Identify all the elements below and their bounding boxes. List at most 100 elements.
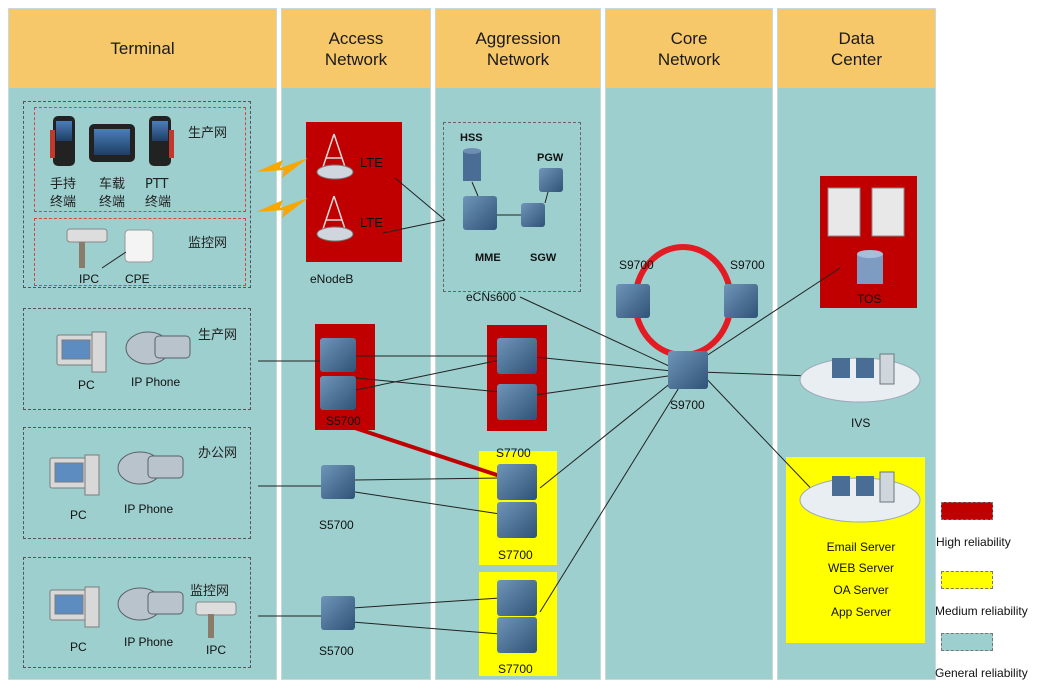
wireless-link-icon-2 (256, 198, 308, 218)
s5700-to-s7700-red-link (354, 426, 501, 478)
data-center-header: Data Center (778, 9, 935, 88)
pc-label-2: PC (70, 508, 87, 522)
s5700-switch-icon-2 (320, 376, 356, 410)
lte-tower-icon-2 (321, 195, 347, 233)
terminal-group5-name: 监控网 (190, 584, 230, 599)
oa-server-label: OA Server (833, 583, 889, 597)
s9700-center-label: S9700 (670, 398, 705, 412)
pc-icon-3 (49, 586, 100, 628)
s7700-switch-icon-3 (497, 464, 537, 500)
sgw-icon (521, 203, 545, 227)
s9700-left-icon (616, 284, 650, 318)
ip-phone-icon-2 (117, 451, 184, 485)
ipc-camera-icon-2 (195, 601, 237, 638)
tos-label: TOS (857, 292, 882, 306)
email-server-label: Email Server (826, 540, 896, 554)
ip-phone-label-2: IP Phone (124, 502, 174, 516)
tos-server-icon (827, 187, 905, 284)
lte-base-icon-1 (316, 164, 354, 180)
terminal-device-label-handheld: 手持 终端 (50, 177, 77, 210)
s7700-switch-icon-4 (497, 502, 537, 538)
lte-label-1: LTE (360, 155, 383, 170)
lte-label-2: LTE (360, 215, 383, 230)
s5700-label-3: S5700 (319, 644, 354, 658)
sgw-label: SGW (530, 252, 557, 264)
server-cluster-icon (799, 471, 921, 523)
pc-icon-2 (49, 454, 100, 496)
access-network-header: Access Network (282, 9, 430, 88)
s7700-switch-icon-6 (497, 617, 537, 653)
s5700-switch-icon-4 (321, 596, 355, 630)
vehicle-terminal-icon (89, 124, 135, 162)
terminal-group1-name: 生产网 (188, 126, 228, 141)
ip-phone-icon-1 (125, 331, 191, 365)
s7700-switch-icon-2 (497, 384, 537, 420)
s9700-center-icon (668, 351, 708, 389)
terminal-column: Terminal (8, 8, 277, 680)
ip-phone-label-3: IP Phone (124, 635, 174, 649)
terminal-group3-name: 生产网 (198, 328, 238, 343)
lte-base-icon-2 (316, 226, 354, 242)
web-server-label: WEB Server (827, 561, 894, 575)
s5700-switch-icon-3 (321, 465, 355, 499)
app-server-label: App Server (830, 605, 892, 619)
s5700-switch-icon-1 (320, 338, 356, 372)
terminal-subgroup-monitoring (34, 218, 246, 286)
wireless-link-icon (256, 158, 308, 178)
s7700-label-2: S7700 (498, 548, 533, 562)
mme-icon (463, 196, 497, 230)
legend-high-swatch (941, 502, 993, 520)
terminal-group4-name: 办公网 (198, 446, 238, 461)
ecns600-label: eCNs600 (466, 290, 517, 304)
s9700-right-icon (724, 284, 758, 318)
s7700-label-1: S7700 (496, 446, 531, 460)
legend-medium-swatch (941, 571, 993, 589)
legend-medium-label: Medium reliability (935, 604, 1028, 618)
cpe-icon (124, 229, 154, 263)
terminal-group-monitoring (23, 557, 251, 668)
pc-icon-1 (56, 331, 107, 373)
terminal-group-production-1 (23, 101, 251, 288)
pgw-icon (539, 168, 563, 192)
lte-tower-icon-1 (321, 133, 347, 171)
legend-general-label: General reliability (935, 666, 1028, 680)
terminal-header: Terminal (9, 9, 276, 88)
hss-label: HSS (460, 132, 483, 144)
handheld-terminal-icon (50, 116, 75, 166)
s7700-label-3: S7700 (498, 662, 533, 676)
legend-general-swatch (941, 633, 993, 651)
core-network-header: Core Network (606, 9, 772, 88)
terminal-group-office (23, 427, 251, 539)
ipc-label-2: IPC (206, 643, 227, 657)
s7700-switch-icon-5 (497, 580, 537, 616)
pc-label-1: PC (78, 378, 95, 392)
s9700-right-label: S9700 (730, 258, 765, 272)
terminal-group-production-2 (23, 308, 251, 410)
hss-database-icon (463, 148, 481, 181)
ivs-label: IVS (851, 416, 871, 430)
ipc-label-1: IPC (79, 272, 100, 286)
terminal-subgroup-production (34, 107, 246, 212)
aggregation-network-header: Aggression Network (436, 9, 600, 88)
ip-phone-label-1: IP Phone (131, 375, 181, 389)
s5700-label-1: S5700 (326, 414, 361, 428)
ivs-cluster-icon (799, 353, 921, 403)
s5700-label-2: S5700 (319, 518, 354, 532)
core-network-column: Core Network (605, 8, 773, 680)
cpe-label: CPE (125, 272, 150, 286)
ecns600-group (443, 122, 581, 292)
s7700-switch-icon-1 (497, 338, 537, 374)
access-network-column: Access Network (281, 8, 431, 680)
ptt-terminal-icon (149, 116, 174, 166)
s9700-left-label: S9700 (619, 258, 654, 272)
mme-label: MME (475, 252, 501, 264)
terminal-device-label-vehicle: 车载 终端 (99, 177, 126, 210)
pc-label-3: PC (70, 640, 87, 654)
ipc-camera-icon (66, 228, 108, 268)
terminal-device-label-ptt: PTT 终端 (145, 177, 172, 210)
terminal-group2-name: 监控网 (188, 236, 228, 251)
enodeb-label: eNodeB (310, 272, 354, 286)
pgw-label: PGW (537, 152, 564, 164)
legend-high-label: High reliability (936, 535, 1011, 549)
